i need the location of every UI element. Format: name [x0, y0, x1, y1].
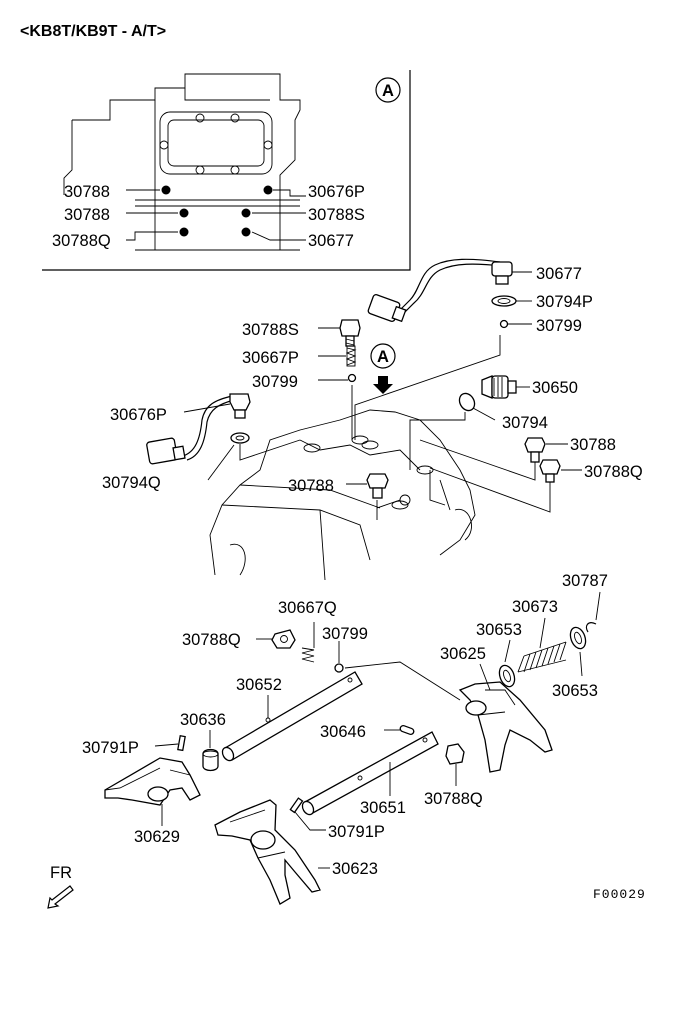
- part-label-30791p-upper: 30791P: [82, 739, 139, 757]
- detail-view-a: A 30788 30788 30788Q 30676P 30788S 30: [42, 70, 411, 271]
- part-label-30799-upper: 30799: [536, 317, 582, 335]
- part-label-30629: 30629: [134, 828, 180, 846]
- part-label-30667q: 30667Q: [278, 599, 337, 617]
- part-label-30677: 30677: [536, 265, 582, 283]
- front-orientation-indicator: FR: [47, 864, 74, 909]
- detail-label-30788s: 30788S: [308, 206, 365, 224]
- part-label-30650: 30650: [532, 379, 578, 397]
- part-label-30794: 30794: [502, 414, 548, 432]
- part-label-30623: 30623: [332, 860, 378, 878]
- part-label-30676p: 30676P: [110, 406, 167, 424]
- part-label-30667p: 30667P: [242, 349, 299, 367]
- part-label-30788s: 30788S: [242, 321, 299, 339]
- detail-label-30676p: 30676P: [308, 183, 365, 201]
- shift-fork-assembly: [104, 591, 601, 905]
- detail-label-30788-upper: 30788: [64, 183, 110, 201]
- part-label-30788-center: 30788: [288, 477, 334, 495]
- detail-view-marker: [375, 77, 401, 103]
- part-label-30651: 30651: [360, 799, 406, 817]
- part-label-30788-right: 30788: [570, 436, 616, 454]
- view-marker-a: [370, 343, 396, 369]
- part-label-30787: 30787: [562, 572, 608, 590]
- transmission-case-assembly: A: [146, 258, 582, 581]
- orientation-label: FR: [50, 864, 72, 882]
- view-arrow-icon: [373, 376, 393, 394]
- detail-view-marker-label: A: [382, 82, 394, 100]
- part-label-30646: 30646: [320, 723, 366, 741]
- part-label-30788q-lower: 30788Q: [424, 790, 483, 808]
- part-label-30794p: 30794P: [536, 293, 593, 311]
- front-arrow-icon: [47, 885, 74, 909]
- detail-label-30788-lower: 30788: [64, 206, 110, 224]
- detail-label-30677: 30677: [308, 232, 354, 250]
- part-label-30791p-lower: 30791P: [328, 823, 385, 841]
- figure-code: F00029: [593, 887, 646, 902]
- part-label-30636: 30636: [180, 711, 226, 729]
- part-label-30652: 30652: [236, 676, 282, 694]
- part-label-30653-right: 30653: [552, 682, 598, 700]
- part-label-30673: 30673: [512, 598, 558, 616]
- part-label-30794q: 30794Q: [102, 474, 161, 492]
- part-label-30788q-right: 30788Q: [584, 463, 643, 481]
- part-label-30799-lower: 30799: [322, 625, 368, 643]
- detail-label-30788q: 30788Q: [52, 232, 111, 250]
- part-label-30653-left: 30653: [476, 621, 522, 639]
- view-marker-a-label: A: [377, 348, 389, 366]
- part-label-30625: 30625: [440, 645, 486, 663]
- part-label-30799-middle: 30799: [252, 373, 298, 391]
- part-label-30788q-nut: 30788Q: [182, 631, 241, 649]
- page-title: <KB8T/KB9T - A/T>: [20, 23, 166, 40]
